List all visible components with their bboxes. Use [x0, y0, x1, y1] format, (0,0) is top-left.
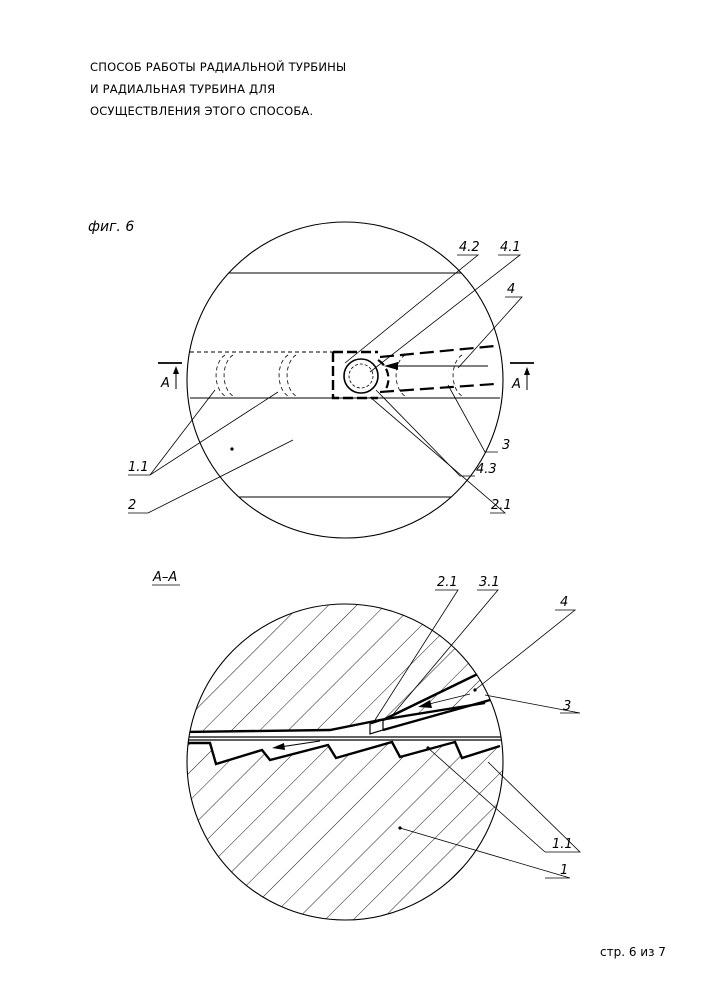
- section-title: А–А: [152, 570, 177, 585]
- section-marker-left: А: [158, 363, 182, 391]
- feed-channel-lower: [380, 384, 495, 392]
- upper-body-hatch: [180, 600, 520, 732]
- page-number: стр. 6 из 7: [600, 945, 666, 959]
- nozzle-body: [333, 352, 378, 398]
- label-4-3: 4.3: [476, 462, 497, 477]
- pocket-arc: [224, 355, 233, 396]
- pocket-arc: [453, 355, 462, 396]
- label-4-2: 4.2: [459, 240, 480, 255]
- lower-body-hatch: [180, 742, 520, 930]
- feed-channel-upper: [380, 346, 495, 357]
- view-section-a-a: А–А: [152, 570, 580, 930]
- pocket-arc: [287, 355, 296, 396]
- pocket-arc: [279, 355, 288, 396]
- label-4-1: 4.1: [500, 240, 521, 255]
- label-a-2-1: 2.1: [437, 575, 458, 590]
- label-4: 4: [507, 282, 515, 297]
- nozzle-inner-bore: [349, 364, 373, 388]
- label-a-3-1: 3.1: [479, 575, 500, 590]
- section-a-right-label: А: [511, 377, 521, 392]
- flow-arrow-head-3: [272, 743, 285, 750]
- pocket-arc: [216, 355, 225, 396]
- label-a-4: 4: [560, 595, 568, 610]
- label-a-1-1: 1.1: [552, 837, 573, 852]
- label-a-1: 1: [560, 863, 568, 878]
- section-marker-right: А: [510, 363, 534, 392]
- section-a-left-label: А: [160, 376, 170, 391]
- label-3: 3: [502, 438, 510, 453]
- label-a-3: 3: [563, 699, 571, 714]
- label-2: 2: [128, 498, 136, 513]
- label-2-1: 2.1: [491, 498, 512, 513]
- view-fig6: А А 4.2 4.1 4 3 4.3 2.1 1.1 2: [128, 222, 534, 538]
- zone-2-dot: [230, 447, 233, 450]
- label-1-1: 1.1: [128, 460, 149, 475]
